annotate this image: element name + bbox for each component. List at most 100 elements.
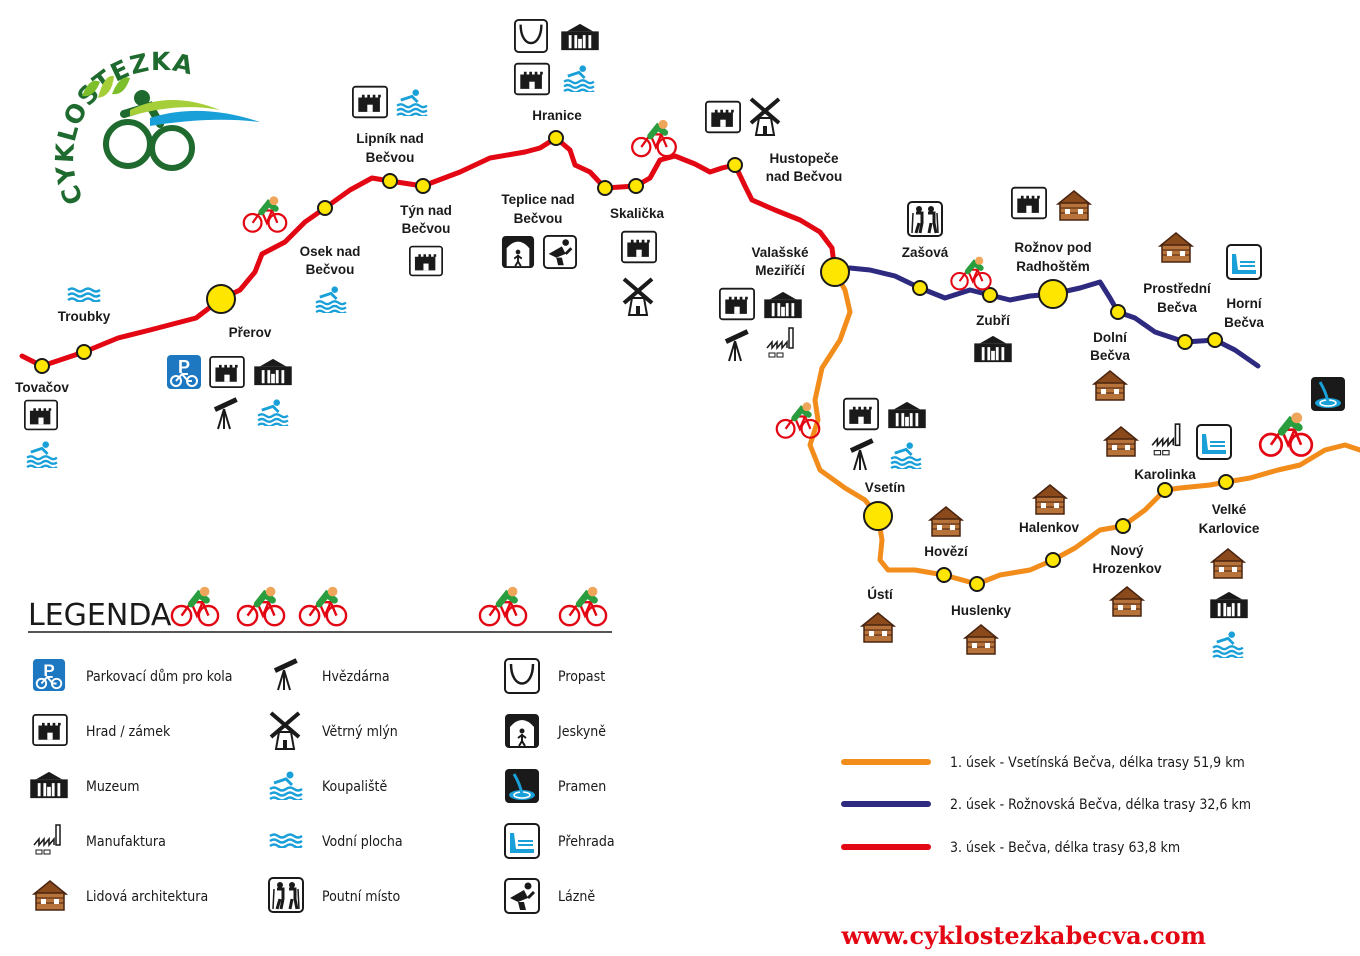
legend-label: Manufaktura xyxy=(86,834,166,850)
leaf-icon xyxy=(112,77,130,95)
river-swoosh-icon xyxy=(150,110,260,126)
legend-label: Propast xyxy=(558,669,605,685)
town-dot-dolni xyxy=(1110,304,1126,320)
place-label: Prostřední xyxy=(1143,281,1212,296)
place-label: Bečvou xyxy=(306,262,355,277)
place-label: Horní xyxy=(1226,296,1262,311)
telescope-icon xyxy=(848,437,875,472)
route-key-label: 3. úsek - Bečva, délka trasy 63,8 km xyxy=(950,840,1180,856)
legend-label: Vodní plocha xyxy=(322,834,403,850)
route-key: 1. úsek - Vsetínská Bečva, délka trasy 5… xyxy=(841,755,1251,856)
place-label: Huslenky xyxy=(951,603,1012,618)
parking-icon xyxy=(32,658,66,692)
place-label: Osek nad xyxy=(300,244,361,259)
place-label: Teplice nad xyxy=(501,192,574,207)
museum-icon xyxy=(254,358,292,386)
place-label: Bečvou xyxy=(402,221,451,236)
town-dot-halenkov xyxy=(1045,552,1061,568)
town-dot-velke xyxy=(1218,474,1234,490)
folk-house-icon xyxy=(1211,548,1245,579)
castle-icon xyxy=(409,245,443,277)
place-label: Hustopeče xyxy=(769,151,839,166)
telescope-icon xyxy=(272,657,299,692)
town-dot-osek xyxy=(317,200,333,216)
wheel-icon xyxy=(103,119,153,169)
manufactory-icon xyxy=(766,327,794,358)
folk-house-icon xyxy=(861,612,895,643)
place-label: Bečvou xyxy=(366,150,415,165)
folk-house-icon xyxy=(964,624,998,655)
place-label: Přerov xyxy=(229,325,272,340)
folk-house-icon xyxy=(1110,586,1144,617)
place-label: Vsetín xyxy=(865,480,906,495)
logo: CYKLOSTEZKA BEČVA xyxy=(0,0,260,209)
swimming-icon xyxy=(256,398,290,426)
swimming-icon xyxy=(314,285,348,313)
place-label: Hranice xyxy=(532,108,582,123)
website-link[interactable]: www.cyklostezkabecva.com xyxy=(841,921,1206,950)
legend-label: Koupaliště xyxy=(322,779,387,795)
route-key-label: 2. úsek - Rožnovská Bečva, délka trasy 3… xyxy=(950,797,1251,813)
swimming-icon xyxy=(25,440,59,468)
swimming-icon xyxy=(395,88,429,116)
place-label: Dolní xyxy=(1093,330,1128,345)
town-dot-vsetin xyxy=(863,501,893,531)
cave-icon xyxy=(501,235,535,269)
windmill-icon xyxy=(622,277,654,316)
windmill-icon xyxy=(269,711,301,750)
route-key-label: 1. úsek - Vsetínská Bečva, délka trasy 5… xyxy=(950,755,1245,771)
cyclist-icon xyxy=(172,587,218,625)
green-swoosh-icon xyxy=(130,100,220,116)
place-label: Ústí xyxy=(867,587,894,602)
castle-icon xyxy=(24,399,58,431)
legend-label: Lázně xyxy=(558,889,595,905)
swimming-icon xyxy=(268,770,304,800)
museum-icon xyxy=(764,291,802,319)
folk-house-icon xyxy=(1033,484,1067,515)
cave-icon xyxy=(504,713,540,749)
place-label: Rožnov pod xyxy=(1014,240,1091,255)
place-label: Bečva xyxy=(1157,300,1197,315)
folk-house-icon xyxy=(929,506,963,537)
leaf-icon xyxy=(82,80,100,97)
place-label: Troubky xyxy=(58,309,111,324)
town-dot-valmez xyxy=(820,257,850,287)
wheel-icon xyxy=(149,125,195,171)
legend-label: Pramen xyxy=(558,779,606,795)
dam-icon xyxy=(504,823,540,859)
legend-title: LEGENDA xyxy=(28,598,172,633)
place-label: Karlovice xyxy=(1199,521,1260,536)
place-label: Zašová xyxy=(902,245,949,260)
castle-icon xyxy=(352,85,388,119)
manufactory-icon xyxy=(33,824,61,855)
folk-house-icon xyxy=(33,880,67,911)
town-markers xyxy=(34,130,1234,592)
water-icon xyxy=(66,287,102,302)
town-dot-prostredni xyxy=(1177,334,1193,350)
windmill-icon xyxy=(749,97,781,136)
place-labels: Tovačov Troubky Přerov Osek nad Bečvou L… xyxy=(15,108,1264,618)
legend-label: Větrný mlýn xyxy=(322,724,398,740)
legend-label: Poutní místo xyxy=(322,889,400,905)
dam-icon xyxy=(1226,244,1262,280)
place-label: nad Bečvou xyxy=(766,169,843,184)
legend: LEGENDA Parkovací dům pro kola Hrad / zá… xyxy=(28,587,615,914)
folk-house-icon xyxy=(1104,426,1138,457)
swimming-icon xyxy=(1211,630,1245,658)
place-label: Bečva xyxy=(1224,315,1264,330)
cyclist-icon xyxy=(1260,412,1312,455)
abyss-icon xyxy=(514,19,548,53)
legend-label: Lidová architektura xyxy=(86,889,208,905)
castle-icon xyxy=(843,397,879,431)
place-label: Velké xyxy=(1212,502,1247,517)
water-icon xyxy=(268,833,304,848)
town-dot-teplice xyxy=(597,180,613,196)
place-label: Meziříčí xyxy=(755,263,806,278)
place-label: Skalička xyxy=(610,206,665,221)
place-label: Zubří xyxy=(976,313,1011,328)
legend-label: Přehrada xyxy=(558,834,615,850)
cyclist-icon xyxy=(632,120,676,156)
town-dot-roznov xyxy=(1038,279,1068,309)
cyclist-icon xyxy=(951,257,990,290)
